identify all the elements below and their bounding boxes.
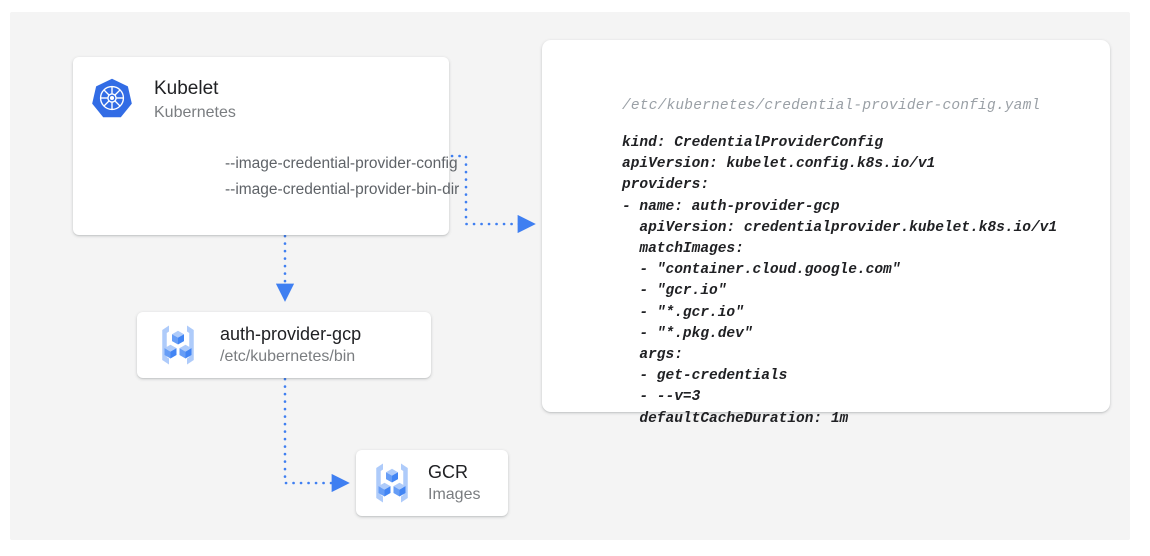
kubelet-subtitle: Kubernetes — [154, 104, 236, 121]
flag-image-credential-provider-bin-dir: --image-credential-provider-bin-dir — [225, 181, 460, 198]
gcr-subtitle: Images — [428, 486, 481, 503]
flag-image-credential-provider-config: --image-credential-provider-config — [225, 155, 458, 172]
auth-provider-gcp-card[interactable]: auth-provider-gcp /etc/kubernetes/bin — [137, 312, 431, 378]
credential-provider-config-panel[interactable]: /etc/kubernetes/credential-provider-conf… — [542, 40, 1110, 427]
gcr-title: GCR — [428, 462, 468, 482]
gcr-card[interactable]: GCR Images — [356, 450, 508, 516]
auth-provider-gcp-subtitle: /etc/kubernetes/bin — [220, 348, 356, 365]
auth-provider-gcp-title: auth-provider-gcp — [220, 324, 362, 344]
kubelet-card[interactable]: Kubelet Kubernetes --image-credential-pr… — [73, 57, 459, 235]
kubelet-flags: --image-credential-provider-config --ima… — [225, 151, 459, 203]
kubelet-card-titles: Kubelet Kubernetes — [154, 77, 236, 124]
container-registry-icon — [154, 321, 202, 369]
yaml-content: kind: CredentialProviderConfig apiVersio… — [622, 135, 1058, 427]
container-registry-icon — [368, 459, 416, 507]
gcr-titles: GCR Images — [428, 461, 480, 505]
kubelet-card-header: Kubelet Kubernetes — [91, 77, 236, 124]
kubernetes-helm-icon — [91, 77, 133, 119]
auth-provider-gcp-titles: auth-provider-gcp /etc/kubernetes/bin — [220, 323, 361, 367]
yaml-file-path: /etc/kubernetes/credential-provider-conf… — [622, 98, 1041, 114]
kubelet-title: Kubelet — [154, 78, 219, 99]
